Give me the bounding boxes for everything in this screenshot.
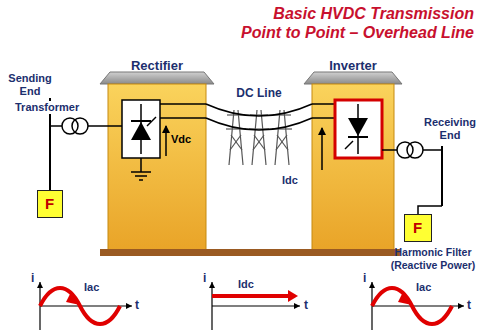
ground-return: [100, 249, 400, 256]
filter-wire: [418, 206, 442, 214]
dc-wire: [312, 117, 335, 119]
ac-current-wave: [372, 288, 452, 324]
ground-symbol: [131, 171, 151, 173]
part-label: Harmonic Filter (Reactive Power): [387, 246, 479, 272]
dc-current-line: [212, 294, 290, 298]
part-label: Transformer: [14, 101, 80, 114]
axis-label: i: [203, 272, 206, 285]
current-arrow: [321, 128, 323, 170]
ground-symbol: [135, 175, 147, 177]
thyristor-symbol: [348, 118, 368, 136]
axis-label: t: [467, 299, 471, 312]
ground-wire: [140, 158, 142, 172]
wave-arrowhead: [398, 294, 412, 305]
thyristor-gate: [147, 117, 156, 126]
dc-wire: [312, 103, 335, 105]
thyristor-symbol: [348, 136, 368, 138]
ac-wire: [50, 125, 62, 127]
rectifier-building: [108, 84, 206, 250]
diagram-title: Basic HVDC Transmission Point to Point –…: [240, 4, 474, 42]
transformer-winding: [407, 142, 423, 158]
receiving-bus: [441, 146, 443, 206]
filter-letter: F: [413, 219, 422, 237]
transmission-tower: [226, 110, 246, 165]
axis-label: i: [363, 272, 366, 285]
signal-label: Iac: [416, 281, 431, 294]
ac-current-wave: [40, 288, 120, 324]
dc-line-conductor: [206, 104, 312, 130]
thyristor-gate: [345, 141, 353, 149]
axis-label: t: [304, 299, 308, 312]
end-label: Receiving End: [422, 116, 478, 142]
wave-arrowhead: [66, 294, 80, 305]
signal-label: Idc: [238, 278, 254, 291]
transformer-winding: [62, 118, 78, 134]
rectifier-station: RectifierVdc: [108, 84, 206, 250]
rectifier-roof: [100, 72, 214, 84]
signal-label: Iac: [84, 281, 99, 294]
filter-box: F: [37, 190, 63, 218]
ac-wire: [88, 125, 122, 127]
station-heading: Rectifier: [131, 58, 183, 74]
end-label: Sending End: [4, 72, 56, 98]
transformer-winding: [72, 118, 88, 134]
transmission-tower: [272, 110, 292, 165]
axis-label: i: [31, 272, 34, 285]
dc-wire: [160, 117, 206, 119]
plot-axis: [212, 305, 300, 306]
ac-wire: [423, 149, 442, 151]
filter-box: F: [404, 214, 432, 242]
inverter-station: Inverter: [312, 84, 394, 250]
inverter-building: [312, 84, 394, 250]
axis-label: t: [135, 299, 139, 312]
transmission-tower: [249, 110, 269, 165]
dc-wire: [160, 103, 206, 105]
valve-box: [122, 100, 160, 158]
inverter-roof: [304, 72, 402, 84]
voltage-arrow: [165, 126, 167, 156]
dc-current-arrowhead: [288, 290, 298, 302]
station-heading: Inverter: [329, 58, 377, 74]
ground-symbol: [139, 179, 143, 181]
thyristor-symbol: [131, 120, 151, 122]
line-label: DC Line: [236, 86, 281, 100]
transformer-winding: [397, 142, 413, 158]
filter-letter: F: [45, 195, 54, 213]
voltage-label: Vdc: [171, 133, 191, 146]
signal-label: Idc: [282, 174, 298, 187]
ac-wire: [382, 149, 397, 151]
valve-box: [335, 100, 382, 158]
